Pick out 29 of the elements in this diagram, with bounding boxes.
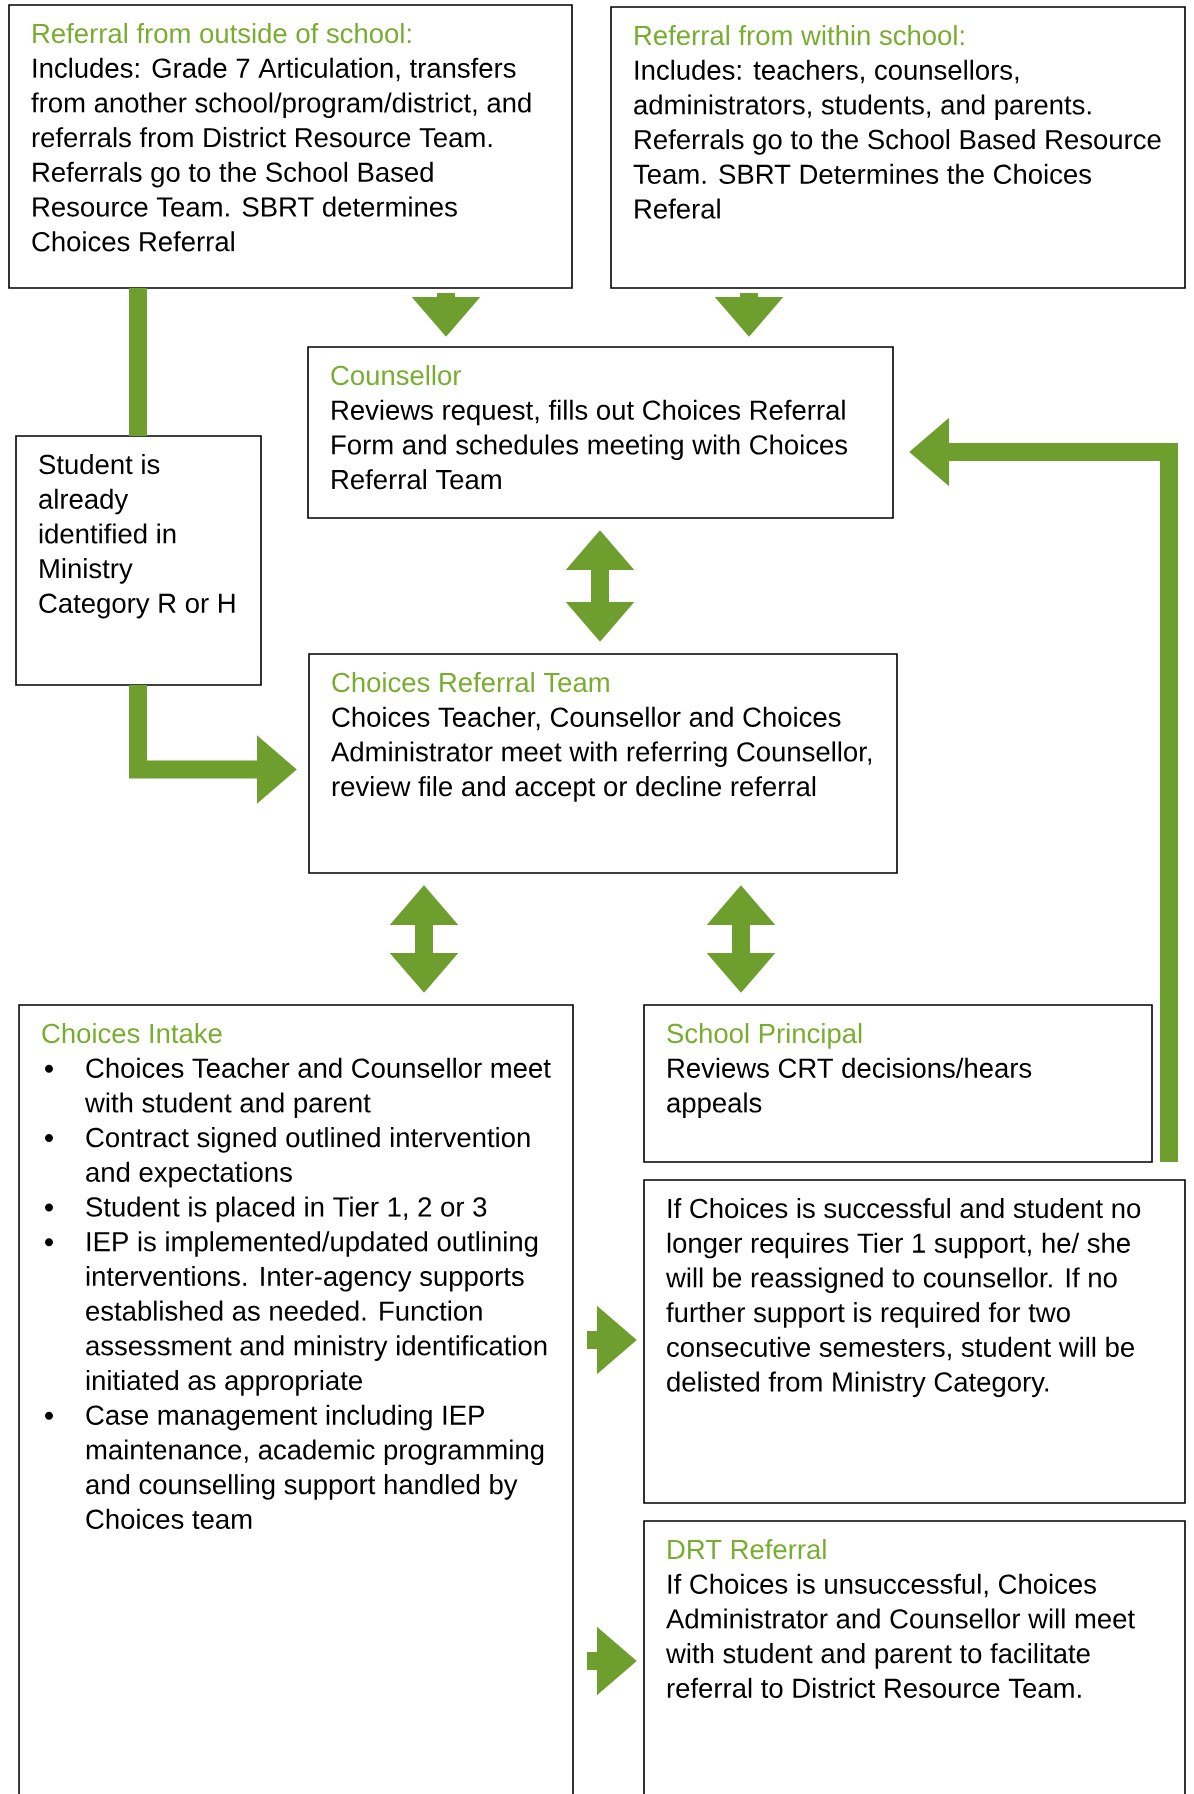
bullet-item: Contract signed outlined intervention and expectations bbox=[45, 1127, 530, 1188]
heading: School Principal bbox=[667, 1023, 862, 1049]
heading: Counsellor bbox=[331, 365, 461, 386]
bullet-item: Case management including IEP maintenance, academic programming and counselling support handled by Choices team bbox=[45, 1404, 544, 1529]
heading: Choices Referral Team bbox=[332, 672, 609, 693]
process-box bbox=[643, 1179, 1186, 1504]
body-text: Reviews request, fills out Choices Referral Form and schedules meeting with Choices Referral Team bbox=[332, 399, 848, 490]
body-text: Choices Teacher, Counsellor and Choices Administrator meet with referring Counsellor, review file and accept or decline referral bbox=[331, 706, 872, 802]
process-box bbox=[307, 346, 894, 519]
process-box bbox=[8, 4, 573, 289]
process-box bbox=[643, 1004, 1153, 1163]
body-text: Includes: Grade 7 Articulation, transfers from another school/program/district, and referrals from District Resource Team. Referrals go to the School Based Resource Team. SBRT determines Choices Referral bbox=[31, 57, 531, 252]
heading: Choices Intake bbox=[42, 1023, 222, 1044]
heading: Referral from within school: bbox=[635, 25, 964, 46]
process-box bbox=[18, 1004, 574, 1794]
heading: DRT Referral bbox=[668, 1539, 826, 1560]
body-text: If Choices is successful and student no longer requires Tier 1 support, he/ she will be reassigned to counsellor. If no further support is required for two consecutive semesters, student will be delisted from Ministry Category. bbox=[665, 1198, 1141, 1398]
bullet-item: IEP is implemented/updated outlining interventions. Inter-agency supports established as needed. Function assessment and ministry identification initiated as appropriate bbox=[45, 1231, 547, 1396]
heading: Referral from outside of school: bbox=[33, 23, 411, 44]
process-box bbox=[610, 6, 1186, 289]
bullet-item: Student is placed in Tier 1, 2 or 3 bbox=[45, 1196, 487, 1223]
body-text: Student is already identified in Ministry Category R or H bbox=[39, 454, 235, 619]
bullet-item: Choices Teacher and Counsellor meet with student and parent bbox=[45, 1057, 551, 1119]
body-text: Includes: teachers, counsellors, administrators, students, and parents. Referrals go to the School Based Resource Team. SBRT Determines the Choices Referal bbox=[633, 59, 1161, 219]
process-box bbox=[643, 1520, 1186, 1794]
process-box bbox=[308, 653, 898, 874]
body-text: If Choices is unsuccessful, Choices Administrator and Counsellor will meet with student and parent to facilitate referral to District Resource Team. bbox=[665, 1573, 1135, 1698]
process-box bbox=[15, 435, 262, 686]
body-text: Reviews CRT decisions/hears appeals bbox=[667, 1057, 1032, 1119]
